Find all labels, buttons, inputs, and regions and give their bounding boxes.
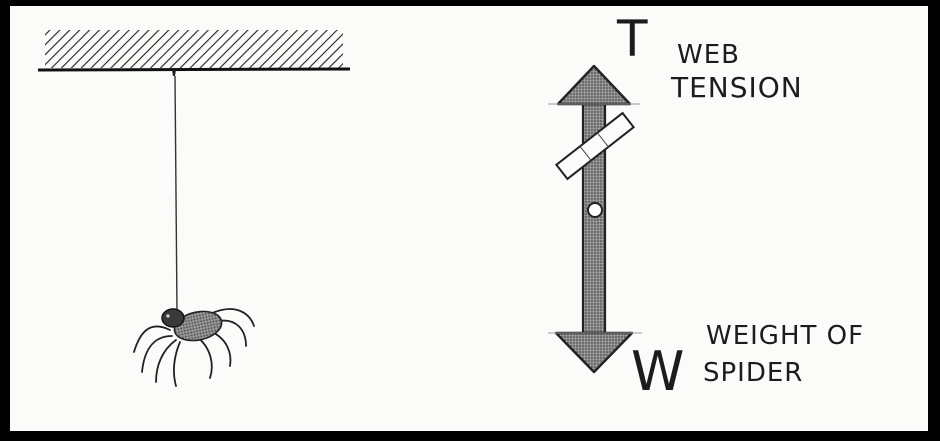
label-tension: T WEB TENSION [616, 10, 803, 104]
spider-leg [196, 336, 212, 378]
ceiling-hatch [45, 30, 343, 68]
web-thread [172, 70, 177, 312]
center-of-mass-dot [588, 203, 602, 217]
spider-leg [142, 336, 172, 372]
web-anchor [172, 70, 176, 76]
arrow-head-up [558, 66, 630, 104]
web-line [175, 76, 177, 312]
ceiling-line [38, 69, 350, 70]
spider [134, 307, 254, 386]
label-weight: W WEIGHT OF SPIDER [631, 321, 864, 403]
spider-leg [156, 340, 176, 382]
spider-leg [134, 326, 170, 352]
tension-label-line2: TENSION [670, 71, 803, 104]
weight-label-line1: WEIGHT OF [706, 321, 864, 351]
ceiling [38, 30, 350, 70]
weight-symbol: W [631, 340, 685, 403]
tension-label-line1: WEB [677, 40, 740, 70]
arrow-head-down [556, 333, 632, 372]
spider-eye [166, 314, 169, 317]
force-arrow [548, 66, 642, 372]
spider-leg [174, 342, 180, 386]
tension-symbol: T [616, 10, 649, 68]
weight-label-line2: SPIDER [703, 358, 803, 388]
spider-head [162, 309, 184, 327]
